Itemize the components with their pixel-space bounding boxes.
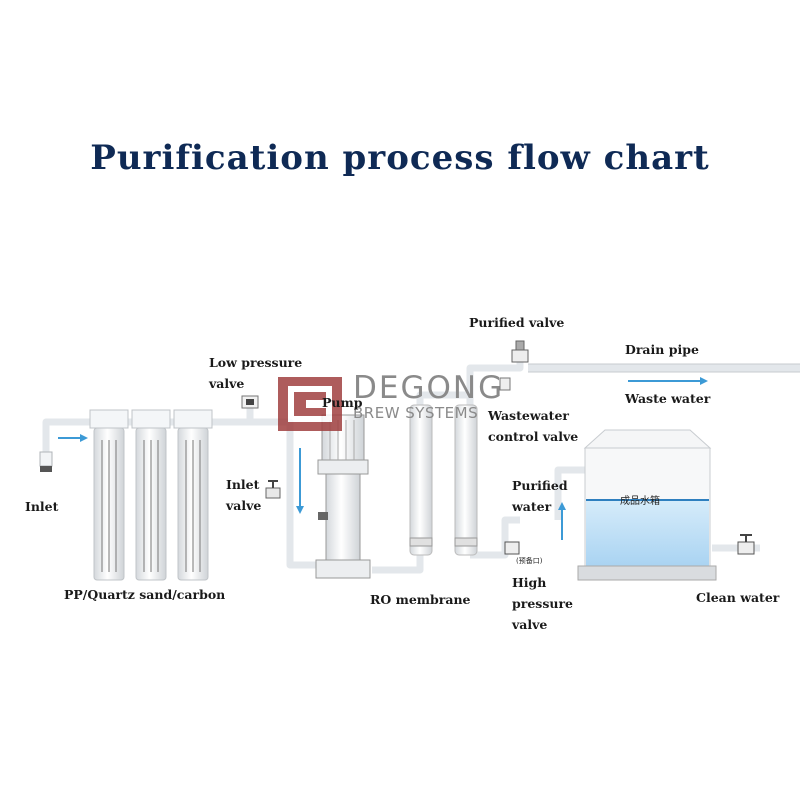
ro-outlet-pipe: [470, 516, 520, 559]
spare-port-tag: (预备口): [516, 557, 543, 565]
label-high-pressure-valve: High pressure valve: [512, 575, 573, 632]
label-clean-water: Clean water: [696, 590, 780, 605]
label-inlet-valve: Inlet valve: [226, 477, 262, 513]
inlet-flow-arrow: [58, 434, 88, 442]
logo-name: DEGONG: [353, 370, 505, 406]
tank-water: [586, 500, 709, 567]
label-low-pressure-valve: Low pressure valve: [209, 355, 303, 391]
ro-membrane-2: [454, 404, 478, 556]
label-drain-pipe: Drain pipe: [625, 342, 699, 357]
clean-water-tap: [737, 534, 755, 555]
clean-water-tank: [577, 429, 717, 581]
flow-arrows: [58, 377, 708, 540]
pump-feed-pipe: [232, 418, 322, 569]
label-ro-membrane: RO membrane: [370, 592, 471, 607]
chart-title: Purification process flow chart: [90, 138, 710, 178]
logo-subtitle: BREW SYSTEMS: [353, 404, 479, 422]
tank-label: 成品水箱: [620, 496, 660, 507]
label-waste-water: Waste water: [625, 391, 711, 406]
label-wastewater-control-valve: Wastewater control valve: [488, 408, 579, 444]
logo-text: DEGONG BREW SYSTEMS: [353, 372, 504, 422]
top-connector-pipe: [416, 391, 474, 410]
pump: [315, 414, 371, 579]
ro-membrane-1: [409, 404, 433, 556]
low-pressure-valve: [241, 395, 259, 409]
purified-water-flow-arrow: [558, 502, 566, 540]
label-inlet: Inlet: [25, 499, 59, 514]
label-purified-water: Purified water: [512, 478, 568, 514]
wastewater-control-valve-fitting: [499, 377, 511, 391]
tank-feed-pipe: [554, 466, 590, 520]
label-purified-valve: Purified valve: [469, 315, 565, 330]
inlet-pipe: [42, 418, 95, 455]
inlet-fitting: [39, 451, 53, 467]
purified-valve-fitting: [511, 340, 529, 363]
high-pressure-valve-fitting: [504, 541, 520, 555]
pump-feed-flow-arrow: [296, 448, 304, 514]
carbon-filter: [173, 409, 213, 581]
pp-filter: [89, 409, 129, 581]
inlet-valve: [265, 480, 281, 499]
pump-to-ro-pipe: [372, 555, 424, 574]
label-pump: Pump: [322, 395, 363, 410]
quartz-sand-filter: [131, 409, 171, 581]
label-filters: PP/Quartz sand/carbon: [64, 587, 226, 602]
waste-water-flow-arrow: [628, 377, 708, 385]
logo-mark: [278, 377, 342, 431]
